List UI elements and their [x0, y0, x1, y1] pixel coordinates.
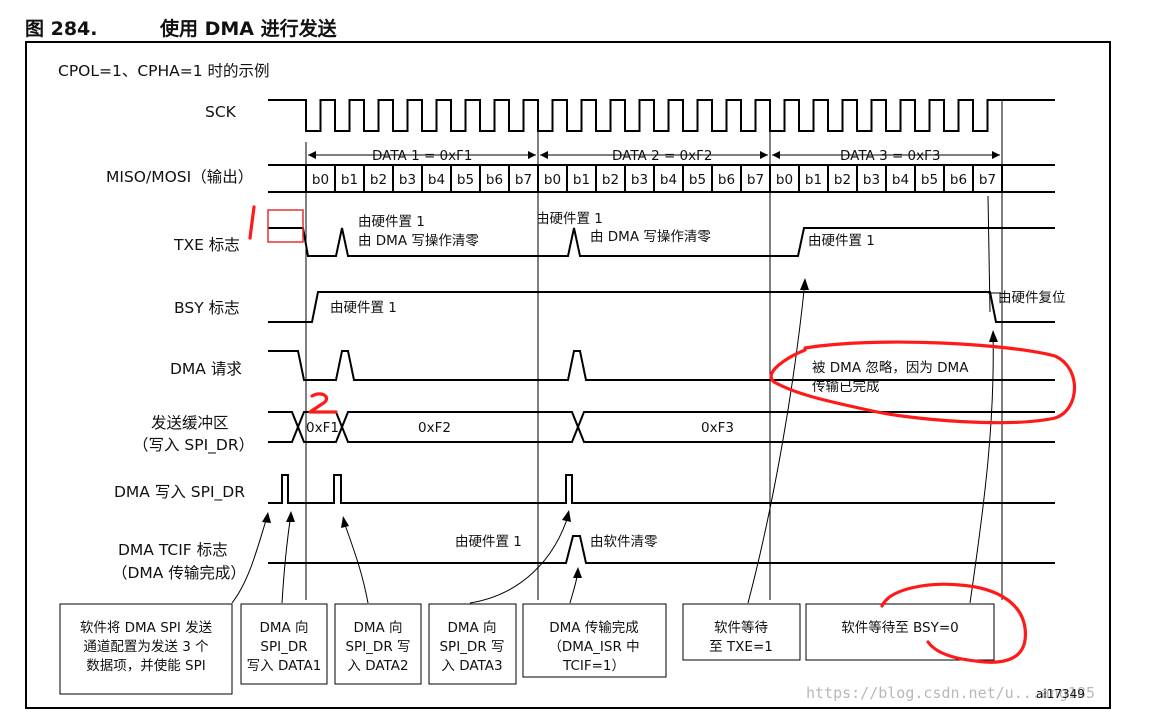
txe-annot-3: 由硬件置 1 — [808, 233, 875, 249]
bit-label: b6 — [718, 172, 735, 188]
bit-label: b2 — [834, 172, 851, 188]
annotation-pointers — [231, 195, 1001, 604]
bit-label: b6 — [486, 172, 503, 188]
tx-buffer-bus — [268, 411, 1055, 443]
buffer-value-2: 0xF2 — [418, 420, 451, 436]
data2-label: DATA 2 = 0xF2 — [612, 148, 713, 164]
tcif-annot-clear: 由软件清零 — [590, 534, 658, 550]
box3-line3: 入 DATA2 — [347, 658, 408, 674]
label-tx-buffer: 发送缓冲区 — [151, 414, 229, 432]
box2-line3: 写入 DATA1 — [247, 658, 322, 674]
tcif-annot-set: 由硬件置 1 — [455, 534, 522, 550]
box4-line1: DMA 向 — [447, 620, 496, 636]
bit-label: b4 — [428, 172, 445, 188]
label-tcif-sub: （DMA 传输完成） — [112, 564, 246, 582]
bit-label: b0 — [776, 172, 793, 188]
red-highlight-box — [267, 209, 304, 243]
bit-label: b5 — [457, 172, 474, 188]
box5-line2: （DMA_ISR 中 — [548, 639, 639, 655]
label-tx-buffer-sub: （写入 SPI_DR） — [133, 436, 254, 455]
data-arrows — [308, 151, 1000, 159]
label-sck: SCK — [205, 103, 237, 121]
box5-line1: DMA 传输完成 — [549, 620, 639, 636]
bit-label: b5 — [921, 172, 938, 188]
bit-label: b7 — [747, 172, 764, 188]
dma-write-waveform — [268, 474, 1055, 504]
subtitle: CPOL=1、CPHA=1 时的示例 — [58, 62, 270, 80]
box6-line1: 软件等待 — [714, 619, 768, 636]
bit-label: b3 — [631, 172, 648, 188]
annotation-boxes — [59, 603, 995, 695]
watermark: https://blog.csdn.net/u...ang185 — [806, 684, 1095, 702]
bit-label: b7 — [979, 172, 996, 188]
bit-label: b0 — [312, 172, 329, 188]
label-miso-mosi: MISO/MOSI（输出） — [106, 168, 253, 186]
dma-request-waveform — [268, 350, 1055, 381]
box4-line3: 入 DATA3 — [441, 658, 502, 674]
tcif-waveform — [268, 535, 1055, 564]
bit-label: b1 — [573, 172, 590, 188]
red-mark-two — [308, 392, 338, 414]
bit-label: b0 — [544, 172, 561, 188]
bit-label: b5 — [689, 172, 706, 188]
sck-waveform — [268, 99, 1055, 132]
box3-line1: DMA 向 — [353, 620, 402, 636]
box3-line2: SPI_DR 写 — [345, 639, 410, 655]
txe-annot-2a: 由硬件置 1 — [536, 211, 603, 227]
bit-label: b2 — [370, 172, 387, 188]
bsy-annot-set: 由硬件置 1 — [330, 300, 397, 316]
box1-line1: 软件将 DMA SPI 发送 — [80, 620, 213, 636]
bit-label: b6 — [950, 172, 967, 188]
txe-waveform — [268, 227, 1055, 257]
bit-cells: b0 b1 b2 b3 b4 b5 b6 b7 b0 b1 b2 b3 b4 b5 b6 b7 b0 b1 b2 b3… — [305, 165, 1003, 192]
figure-title: 使用 DMA 进行发送 — [159, 17, 338, 40]
dma-ignored-2: 传输已完成 — [812, 379, 880, 395]
txe-annot-1b: 由 DMA 写操作清零 — [358, 233, 479, 249]
bit-label: b4 — [892, 172, 909, 188]
data3-label: DATA 3 = 0xF3 — [840, 148, 941, 164]
miso-mosi-bus — [268, 164, 1055, 193]
txe-annot-2b: 由 DMA 写操作清零 — [590, 229, 711, 245]
box2-line2: SPI_DR — [260, 639, 307, 655]
box1-line2: 通道配置为发送 3 个 — [83, 639, 209, 655]
figure-number: 图 284. — [25, 18, 98, 40]
label-dma-request: DMA 请求 — [170, 360, 242, 378]
txe-annot-1a: 由硬件置 1 — [358, 214, 425, 230]
dma-ignored-1: 被 DMA 忽略，因为 DMA — [812, 360, 969, 376]
figure-frame — [25, 41, 1111, 709]
ref-id: ai17349 — [1036, 687, 1085, 701]
data1-label: DATA 1 = 0xF1 — [372, 148, 473, 164]
red-annotations — [248, 205, 1077, 664]
red-ellipse-dma — [769, 340, 1077, 425]
red-mark-one — [248, 205, 256, 240]
box1-line3: 数据项，并使能 SPI — [86, 657, 205, 674]
bsy-waveform — [268, 291, 1055, 323]
bit-label: b2 — [602, 172, 619, 188]
bit-label: b4 — [660, 172, 677, 188]
bit-label: b7 — [515, 172, 532, 188]
red-ellipse-bsy — [880, 582, 1028, 664]
buffer-value-3: 0xF3 — [701, 420, 734, 436]
box7-line1: 软件等待至 BSY=0 — [841, 619, 959, 636]
label-tcif: DMA TCIF 标志 — [118, 541, 228, 559]
box6-line2: 至 TXE=1 — [709, 639, 773, 655]
box2-line1: DMA 向 — [259, 620, 308, 636]
bit-label: b3 — [863, 172, 880, 188]
bsy-annot-reset: 由硬件复位 — [998, 289, 1066, 306]
box5-line3: TCIF=1） — [562, 658, 625, 674]
bit-label: b3 — [399, 172, 416, 188]
label-txe: TXE 标志 — [173, 236, 240, 254]
buffer-value-1: 0xF1 — [306, 420, 339, 436]
bit-label: b1 — [341, 172, 358, 188]
bit-label: b1 — [805, 172, 822, 188]
label-dma-write: DMA 写入 SPI_DR — [114, 483, 245, 502]
label-bsy: BSY 标志 — [174, 299, 240, 317]
box4-line2: SPI_DR 写 — [439, 639, 504, 655]
